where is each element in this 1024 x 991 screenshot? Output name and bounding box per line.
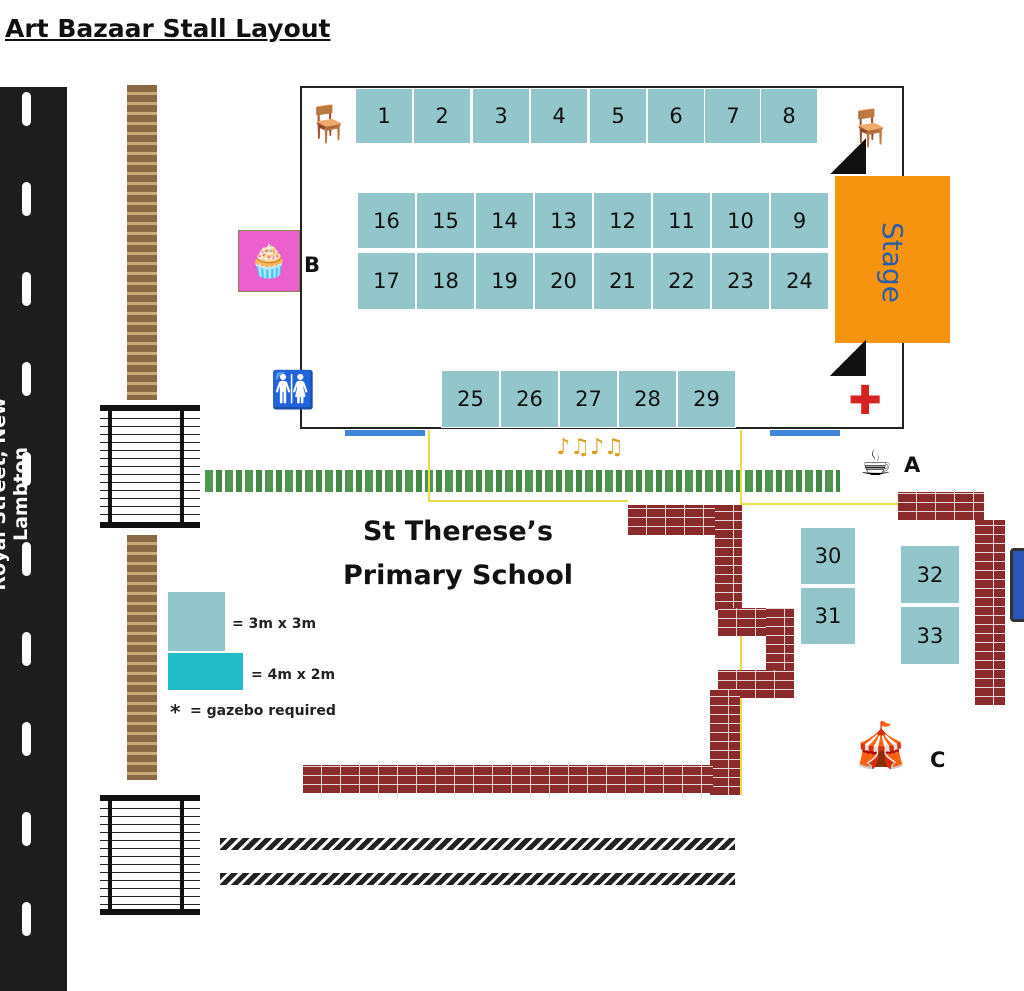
fence-upper — [127, 85, 157, 400]
fence-lower — [127, 535, 157, 780]
stall-20: 20 — [534, 252, 593, 310]
stall-26: 26 — [500, 370, 559, 428]
stall-21: 21 — [593, 252, 652, 310]
legend-large-stall-swatch — [168, 653, 243, 690]
path-line — [740, 430, 742, 505]
stall-5: 5 — [589, 88, 647, 144]
lane-marking — [22, 722, 31, 756]
brick-wall — [303, 765, 713, 793]
stage: Stage — [835, 176, 950, 343]
lane-marking — [22, 272, 31, 306]
stall-28: 28 — [618, 370, 677, 428]
chairs-icon: 🪑 — [305, 104, 351, 145]
stall-29: 29 — [677, 370, 736, 428]
map-title: Art Bazaar Stall Layout — [5, 14, 331, 43]
coffee-cup-icon: ☕ — [859, 442, 893, 484]
lane-marking — [22, 632, 31, 666]
stall-12: 12 — [593, 192, 652, 249]
restroom-icon: 🚻 — [270, 370, 316, 411]
gate-lower — [100, 795, 200, 915]
stall-7: 7 — [704, 88, 762, 144]
legend-gazebo-symbol: * — [170, 700, 181, 724]
legend-small-stall-label: = 3m x 3m — [232, 616, 317, 632]
stall-16: 16 — [357, 192, 416, 249]
stall-24: 24 — [770, 252, 829, 310]
lane-marking — [22, 362, 31, 396]
legend-small-stall-swatch — [168, 592, 225, 651]
stall-27: 27 — [559, 370, 618, 428]
stall-1: 1 — [355, 88, 413, 144]
chairs-icon: 🪑 — [847, 108, 893, 149]
music-notes-icon: ♪♫♪♫ — [556, 434, 624, 460]
school-name-line-1: St Therese’s — [362, 516, 554, 547]
path-line — [740, 503, 900, 505]
stall-10: 10 — [711, 192, 770, 249]
stall-3: 3 — [472, 88, 530, 144]
lane-marking — [22, 812, 31, 846]
school-name-line-2: Primary School — [342, 560, 574, 591]
stall-17: 17 — [357, 252, 416, 310]
door — [770, 430, 840, 436]
stall-15: 15 — [416, 192, 475, 249]
stall-8: 8 — [760, 88, 818, 144]
stall-13: 13 — [534, 192, 593, 249]
lane-marking — [22, 902, 31, 936]
lane-marking — [22, 452, 31, 486]
legend-gazebo-label: = gazebo required — [190, 703, 336, 719]
brick-wall — [715, 505, 742, 610]
path-line — [740, 505, 742, 795]
brick-wall — [975, 520, 1005, 705]
legend-large-stall-label: = 4m x 2m — [251, 667, 336, 683]
stairs-icon — [830, 138, 866, 174]
stall-22: 22 — [652, 252, 711, 310]
cupcake-icon: 🧁 — [238, 230, 300, 292]
marker-c: C — [930, 748, 946, 772]
stall-18: 18 — [416, 252, 475, 310]
stall-33: 33 — [900, 606, 960, 665]
market-tent-icon: 🎪 — [853, 720, 909, 771]
stairs-icon — [830, 340, 866, 376]
hedge — [205, 470, 840, 492]
lane-marking — [22, 182, 31, 216]
stall-30: 30 — [800, 527, 856, 585]
path-line — [428, 500, 628, 502]
stage-label: Stage — [876, 222, 909, 303]
brick-wall — [898, 492, 984, 520]
stall-32: 32 — [900, 545, 960, 604]
lane-marking — [22, 542, 31, 576]
road: Royal Street, New Lambton — [0, 87, 67, 991]
stall-2: 2 — [413, 88, 471, 144]
stall-25: 25 — [441, 370, 500, 428]
sign-board — [1010, 548, 1024, 622]
stall-14: 14 — [475, 192, 534, 249]
door — [345, 430, 425, 436]
stall-9: 9 — [770, 192, 829, 249]
marker-b: B — [304, 253, 321, 277]
path-line — [428, 430, 430, 502]
stall-31: 31 — [800, 587, 856, 645]
stall-6: 6 — [647, 88, 705, 144]
school-name: St Therese’s Primary School — [300, 510, 616, 598]
tyre-tracks — [220, 873, 735, 885]
tyre-tracks — [220, 838, 735, 850]
lane-marking — [22, 92, 31, 126]
marker-a: A — [904, 453, 921, 477]
stall-19: 19 — [475, 252, 534, 310]
first-aid-icon: ✚ — [848, 378, 882, 424]
gate-upper — [100, 405, 200, 528]
stall-11: 11 — [652, 192, 711, 249]
brick-wall — [710, 690, 740, 795]
stall-4: 4 — [530, 88, 588, 144]
road-label: Royal Street, New Lambton — [0, 397, 32, 591]
stall-23: 23 — [711, 252, 770, 310]
